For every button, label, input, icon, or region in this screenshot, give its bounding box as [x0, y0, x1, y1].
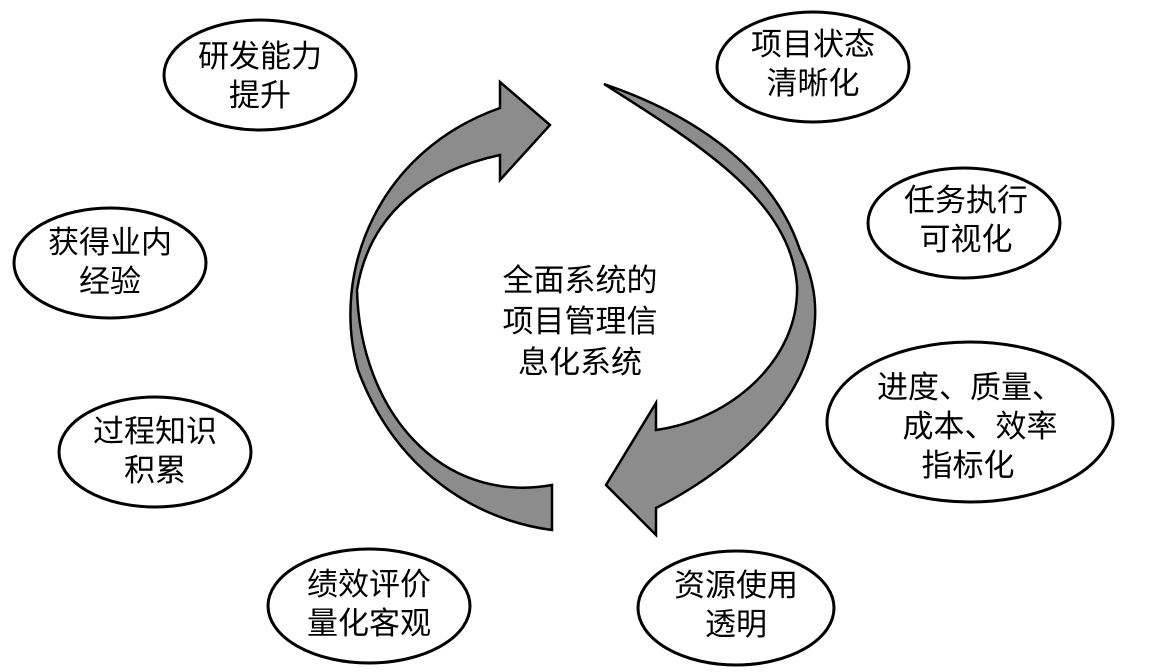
node-process-knowledge-line-1: 过程知识	[93, 414, 217, 450]
node-progress-metrics-line-3: 指标化	[922, 448, 1015, 484]
node-process-knowledge: 过程知识 积累	[57, 395, 253, 509]
node-resource-usage-line-1: 资源使用	[674, 568, 798, 604]
node-rd-capability-line-1: 研发能力	[198, 39, 322, 75]
node-task-execution: 任务执行 可视化	[866, 166, 1062, 280]
node-process-knowledge-line-2: 积累	[124, 453, 186, 489]
node-resource-usage-ellipse	[636, 549, 836, 667]
node-process-knowledge-ellipse	[57, 395, 253, 509]
node-resource-usage-line-2: 透明	[705, 607, 767, 643]
node-rd-capability-line-2: 提升	[229, 78, 291, 114]
left-cycle-arrow	[349, 79, 554, 532]
center-label-line-3: 息化系统	[518, 345, 642, 381]
node-industry-experience-ellipse	[12, 206, 208, 320]
node-task-execution-ellipse	[866, 166, 1062, 280]
node-progress-metrics: 进度、质量、 成本、效率 指标化	[825, 340, 1115, 504]
node-project-status-line-2: 清晰化	[767, 66, 860, 102]
node-resource-usage: 资源使用 透明	[636, 549, 836, 667]
node-performance-evaluation-line-1: 绩效评价	[307, 567, 431, 603]
node-performance-evaluation-ellipse	[266, 547, 472, 665]
node-project-status-line-1: 项目状态	[751, 27, 875, 63]
node-rd-capability: 研发能力 提升	[162, 18, 358, 132]
node-progress-metrics-ellipse	[825, 340, 1115, 504]
node-project-status-ellipse	[715, 10, 911, 124]
cycle-arrows	[349, 79, 817, 539]
center-label-line-1: 全面系统的	[503, 263, 658, 299]
node-industry-experience-line-2: 经验	[79, 264, 141, 300]
node-progress-metrics-line-2: 成本、效率	[903, 409, 1058, 445]
right-cycle-arrow	[603, 82, 817, 539]
center-label: 全面系统的 项目管理信 息化系统	[503, 263, 658, 381]
node-industry-experience: 获得业内 经验	[12, 206, 208, 320]
node-rd-capability-ellipse	[162, 18, 358, 132]
node-task-execution-line-2: 可视化	[920, 222, 1013, 258]
node-progress-metrics-line-1: 进度、质量、	[877, 370, 1063, 406]
node-performance-evaluation: 绩效评价 量化客观	[266, 547, 472, 665]
node-project-status: 项目状态 清晰化	[715, 10, 911, 124]
center-label-line-2: 项目管理信	[503, 304, 658, 340]
node-industry-experience-line-1: 获得业内	[48, 225, 172, 261]
node-performance-evaluation-line-2: 量化客观	[307, 606, 431, 642]
node-task-execution-line-1: 任务执行	[904, 183, 1028, 219]
